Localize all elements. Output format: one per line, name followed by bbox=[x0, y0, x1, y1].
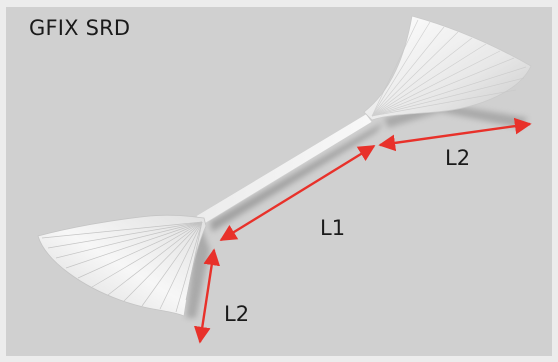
fiber-fan-bottom bbox=[37, 214, 207, 317]
fiber-strand bbox=[195, 113, 373, 225]
dimension-label-l2-top: L2 bbox=[445, 146, 471, 170]
sample-shadow bbox=[186, 102, 528, 318]
dimension-label-l1: L1 bbox=[320, 216, 346, 240]
dimension-arrow-l2-top bbox=[378, 117, 532, 152]
fiber-fan-top bbox=[363, 15, 532, 121]
dimension-label-l2-bottom: L2 bbox=[224, 302, 250, 326]
dimension-arrows bbox=[193, 117, 532, 344]
diagram-title: GFIX SRD bbox=[29, 16, 131, 40]
dimension-arrow-l1 bbox=[219, 144, 376, 242]
dimension-arrow-l2-bottom bbox=[193, 248, 221, 344]
